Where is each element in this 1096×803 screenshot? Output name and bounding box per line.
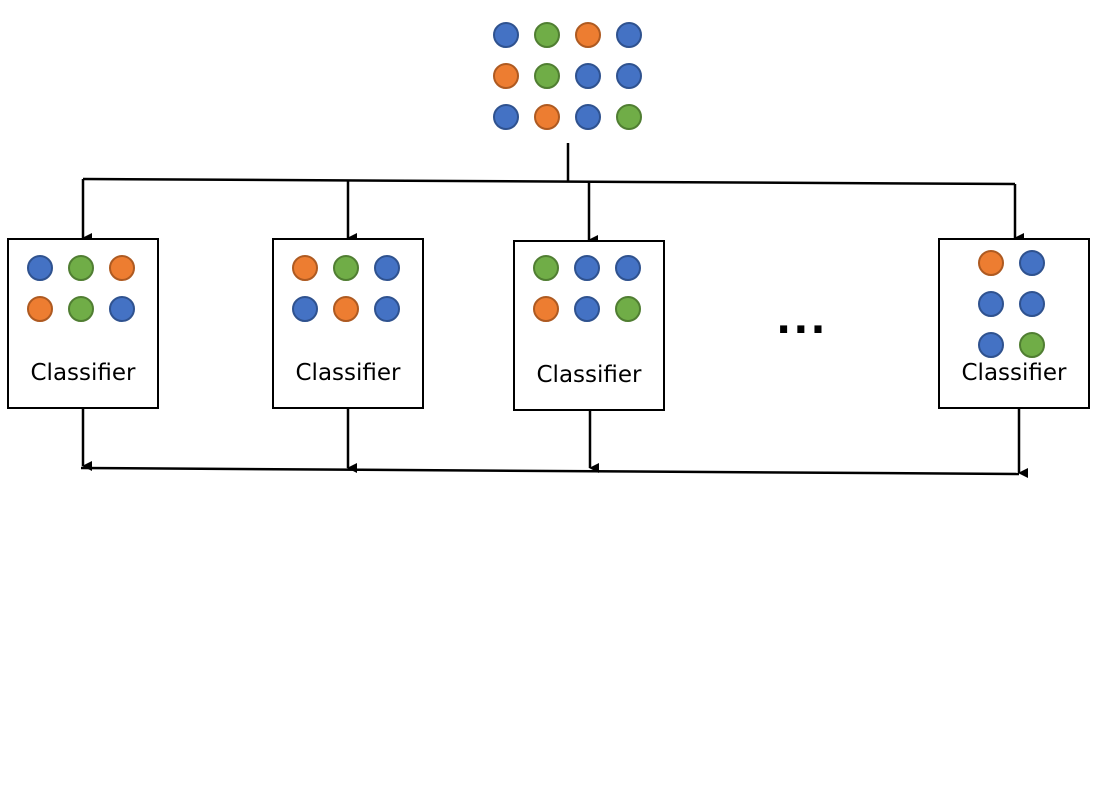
blue-sample-dot bbox=[1019, 250, 1045, 276]
orange-sample-dot bbox=[978, 250, 1004, 276]
classifier-box-1: Classifier bbox=[7, 238, 159, 409]
bottom-bus-line bbox=[80, 466, 1020, 476]
blue-sample-dot bbox=[27, 255, 53, 281]
blue-sample-dot bbox=[109, 296, 135, 322]
orange-sample-dot bbox=[493, 63, 519, 89]
green-sample-dot bbox=[68, 255, 94, 281]
orange-sample-dot bbox=[534, 104, 560, 130]
green-sample-dot bbox=[616, 104, 642, 130]
blue-sample-dot bbox=[493, 22, 519, 48]
orange-sample-dot bbox=[533, 296, 559, 322]
blue-sample-dot bbox=[292, 296, 318, 322]
top-bus-line bbox=[82, 177, 1016, 186]
blue-sample-dot bbox=[978, 291, 1004, 317]
blue-sample-dot bbox=[616, 22, 642, 48]
green-sample-dot bbox=[534, 63, 560, 89]
green-sample-dot bbox=[533, 255, 559, 281]
blue-sample-dot bbox=[574, 296, 600, 322]
blue-sample-dot bbox=[374, 255, 400, 281]
green-sample-dot bbox=[534, 22, 560, 48]
green-sample-dot bbox=[615, 296, 641, 322]
green-sample-dot bbox=[1019, 332, 1045, 358]
classifier-label: Classifier bbox=[536, 362, 642, 388]
blue-sample-dot bbox=[575, 104, 601, 130]
blue-sample-dot bbox=[574, 255, 600, 281]
orange-sample-dot bbox=[109, 255, 135, 281]
classifier-box-4: Classifier bbox=[938, 238, 1090, 409]
blue-sample-dot bbox=[615, 255, 641, 281]
classifier-label: Classifier bbox=[295, 360, 401, 386]
orange-sample-dot bbox=[575, 22, 601, 48]
classifier-label: Classifier bbox=[30, 360, 136, 386]
blue-sample-dot bbox=[978, 332, 1004, 358]
orange-sample-dot bbox=[333, 296, 359, 322]
green-sample-dot bbox=[333, 255, 359, 281]
blue-sample-dot bbox=[575, 63, 601, 89]
classifier-box-2: Classifier bbox=[272, 238, 424, 409]
green-sample-dot bbox=[68, 296, 94, 322]
blue-sample-dot bbox=[374, 296, 400, 322]
blue-sample-dot bbox=[493, 104, 519, 130]
blue-sample-dot bbox=[1019, 291, 1045, 317]
ellipsis: ... bbox=[776, 297, 828, 343]
classifier-box-3: Classifier bbox=[513, 240, 665, 411]
orange-sample-dot bbox=[292, 255, 318, 281]
classifier-label: Classifier bbox=[961, 360, 1067, 386]
blue-sample-dot bbox=[616, 63, 642, 89]
orange-sample-dot bbox=[27, 296, 53, 322]
